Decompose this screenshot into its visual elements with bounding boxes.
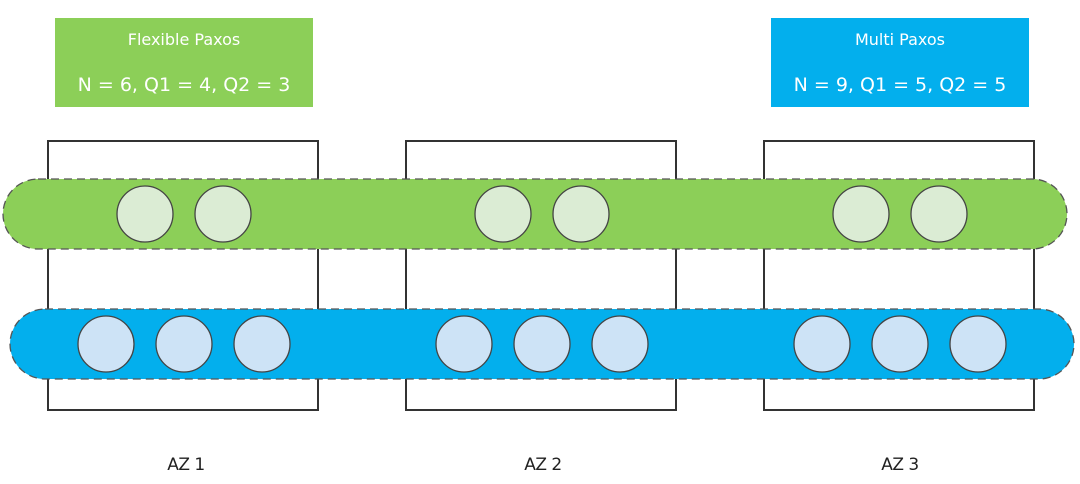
multi-node-az2-3 — [591, 315, 649, 373]
flexible-paxos-label-box: Flexible Paxos N = 6, Q1 = 4, Q2 = 3 — [55, 18, 313, 107]
flexible-node-az2-2 — [552, 185, 610, 243]
flexible-paxos-params: N = 6, Q1 = 4, Q2 = 3 — [77, 74, 291, 96]
multi-node-az2-1 — [435, 315, 493, 373]
multi-node-az1-3 — [233, 315, 291, 373]
az-label-1: AZ 1 — [167, 455, 205, 475]
flexible-quorum-band — [2, 178, 1068, 250]
flexible-node-az1-2 — [194, 185, 252, 243]
multi-paxos-label-box: Multi Paxos N = 9, Q1 = 5, Q2 = 5 — [771, 18, 1029, 107]
az-box-2 — [405, 140, 677, 411]
multi-node-az1-2 — [155, 315, 213, 373]
flexible-node-az3-1 — [832, 185, 890, 243]
az-box-1 — [47, 140, 319, 411]
az-box-3 — [763, 140, 1035, 411]
flexible-paxos-title: Flexible Paxos — [127, 30, 241, 49]
flexible-node-az3-2 — [910, 185, 968, 243]
multi-node-az3-3 — [949, 315, 1007, 373]
multi-paxos-params: N = 9, Q1 = 5, Q2 = 5 — [793, 74, 1007, 96]
multi-node-az1-1 — [77, 315, 135, 373]
flexible-node-az1-1 — [116, 185, 174, 243]
az-label-2: AZ 2 — [524, 455, 562, 475]
multi-node-az2-2 — [513, 315, 571, 373]
multi-node-az3-1 — [793, 315, 851, 373]
multi-node-az3-2 — [871, 315, 929, 373]
multi-paxos-title: Multi Paxos — [854, 30, 946, 49]
flexible-node-az2-1 — [474, 185, 532, 243]
az-label-3: AZ 3 — [881, 455, 919, 475]
